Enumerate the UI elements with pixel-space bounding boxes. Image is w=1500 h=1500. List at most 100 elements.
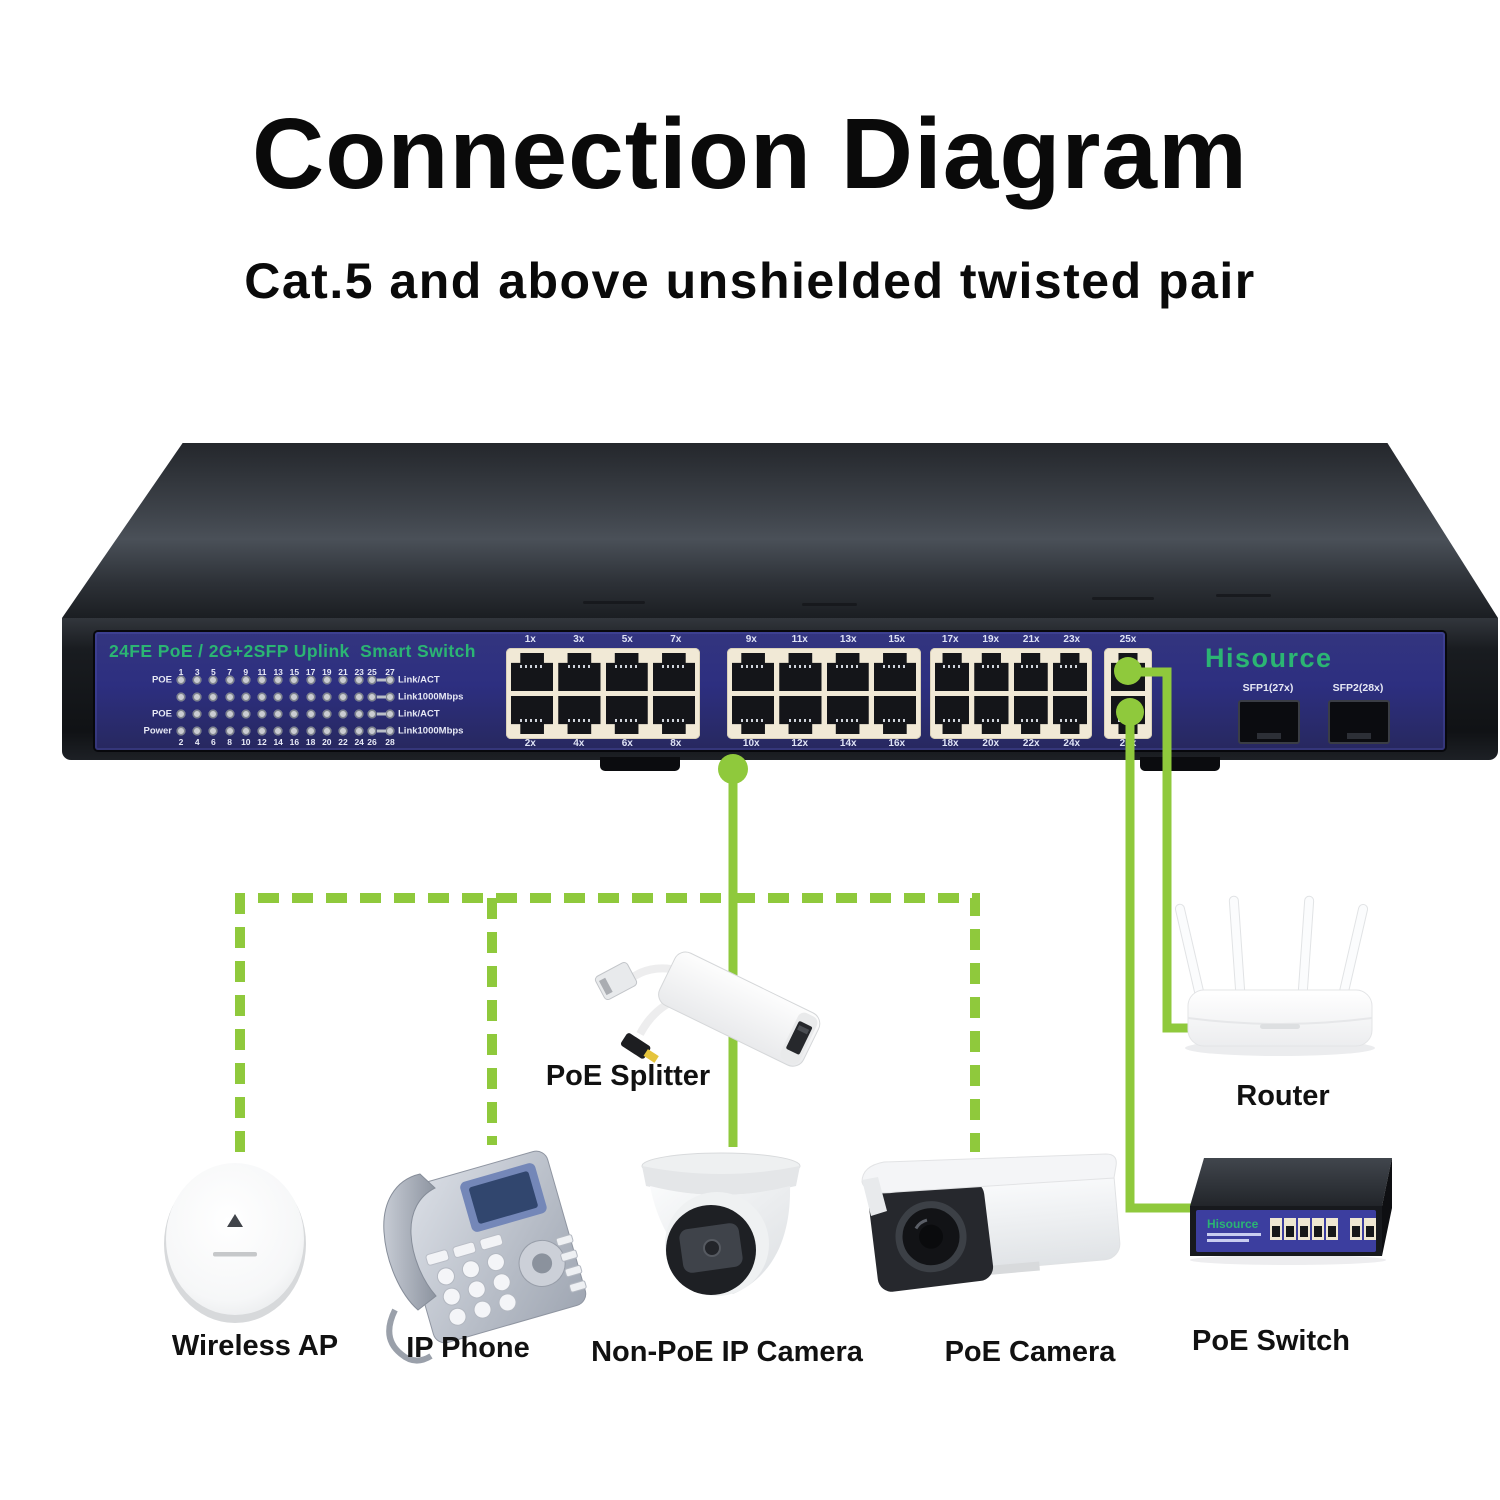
led-port-number: 17: [305, 666, 316, 677]
led-status-label: Link1000Mbps: [398, 691, 464, 703]
non-poe-ip-camera-image: [641, 1152, 801, 1296]
led-indicator: [385, 726, 395, 736]
led-port-number: 4: [194, 736, 200, 747]
led-indicator: [354, 692, 364, 702]
non-poe-ip-camera-label: Non-PoE IP Camera: [591, 1336, 863, 1368]
splitter-dc-plug: [620, 1033, 651, 1059]
port-label: 19x: [982, 634, 1000, 645]
led-indicator: [322, 675, 332, 685]
port-label: 5x: [621, 634, 633, 645]
led-indicator: [257, 726, 267, 736]
led-indicator: [225, 675, 235, 685]
led-indicator: [367, 709, 377, 719]
dashed-distribution-line: [235, 893, 980, 1152]
port-label: 4x: [573, 738, 585, 749]
wireless-ap-label: Wireless AP: [171, 1330, 339, 1362]
led-row-label: POE: [151, 708, 172, 720]
sfp-label: SFP2(28x): [1332, 681, 1384, 694]
port-label: 23x: [1063, 634, 1081, 645]
poe-splitter-label: PoE Splitter: [545, 1060, 711, 1092]
poe-switch-image: Hisource: [1190, 1158, 1392, 1265]
led-indicator: [289, 692, 299, 702]
led-indicator: [257, 692, 267, 702]
switch-brand: Hisource: [1205, 643, 1333, 673]
switch-top-face: [62, 443, 1498, 618]
port-label: 10x: [742, 738, 760, 749]
led-dash: [377, 678, 386, 682]
led-indicator: [289, 726, 299, 736]
led-port-number: 25: [367, 666, 377, 677]
led-indicator: [322, 726, 332, 736]
led-indicator: [306, 726, 316, 736]
led-indicator: [289, 675, 299, 685]
led-port-number: 2: [178, 736, 184, 747]
led-indicator: [241, 692, 251, 702]
switch-front-face: 24FE PoE / 2G+2SFP Uplink Smart Switch H…: [62, 618, 1498, 760]
led-port-number: 14: [273, 736, 283, 747]
led-dash: [377, 712, 386, 716]
led-indicator: [289, 709, 299, 719]
port-label: 7x: [670, 634, 682, 645]
led-port-number: 9: [243, 666, 249, 677]
led-indicator: [354, 709, 364, 719]
led-indicator: [354, 675, 364, 685]
port-label: 20x: [982, 738, 1000, 749]
led-indicator: [225, 709, 235, 719]
led-port-number: 10: [241, 736, 251, 747]
switch-foot: [600, 757, 680, 771]
port-label: 21x: [1022, 634, 1040, 645]
port-group: [727, 648, 921, 739]
led-dash: [377, 729, 386, 733]
port-label: 2x: [524, 738, 536, 749]
port-group: [930, 648, 1092, 739]
led-indicator: [241, 726, 251, 736]
sfp-slot: [1328, 700, 1390, 744]
led-row-label: POE: [151, 674, 172, 686]
led-indicator: [257, 709, 267, 719]
port-label: 22x: [1022, 738, 1040, 749]
solid-line-port26-to-poe-switch: [1125, 713, 1196, 1213]
phone-handset: [383, 1173, 437, 1311]
led-row-label: Power: [143, 725, 172, 737]
poe-splitter-image: [594, 951, 821, 1067]
led-port-number: 11: [257, 666, 267, 677]
led-port-number: 20: [322, 736, 332, 747]
router-image: [1174, 895, 1375, 1056]
led-indicator: [354, 726, 364, 736]
led-indicator: [273, 675, 283, 685]
led-port-number: 12: [257, 736, 267, 747]
port-grid: [511, 653, 695, 734]
port-grid: [935, 653, 1087, 734]
led-indicator: [367, 726, 377, 736]
connection-dot-port25: [1114, 657, 1142, 685]
port-label: 15x: [888, 634, 906, 645]
led-indicator: [176, 709, 186, 719]
router-label: Router: [1236, 1080, 1330, 1112]
led-indicator: [192, 726, 202, 736]
switch-vent-slot: [583, 601, 645, 604]
led-indicator: [241, 709, 251, 719]
led-port-number: 3: [194, 666, 200, 677]
led-port-number: 28: [385, 736, 395, 747]
switch-foot: [1140, 757, 1220, 771]
wireless-ap-image: [164, 1163, 306, 1323]
port-label: 8x: [670, 738, 682, 749]
led-indicator: [225, 692, 235, 702]
led-status-label: Link/ACT: [398, 674, 440, 686]
page-subtitle: Cat.5 and above unshielded twisted pair: [244, 253, 1256, 309]
led-status-label: Link1000Mbps: [398, 725, 464, 737]
led-port-number: 27: [385, 666, 395, 677]
switch-front-panel: 24FE PoE / 2G+2SFP Uplink Smart Switch H…: [95, 632, 1445, 750]
led-indicator: [176, 675, 186, 685]
led-indicator: [385, 709, 395, 719]
mini-switch-brand: Hisource: [1207, 1217, 1259, 1231]
led-port-number: 15: [289, 666, 300, 677]
port-label: 1x: [524, 634, 536, 645]
led-indicator: [208, 675, 218, 685]
port-label: 3x: [573, 634, 585, 645]
led-indicator: [225, 726, 235, 736]
port-label: 9x: [745, 634, 757, 645]
led-indicator: [273, 726, 283, 736]
led-indicator: [273, 709, 283, 719]
